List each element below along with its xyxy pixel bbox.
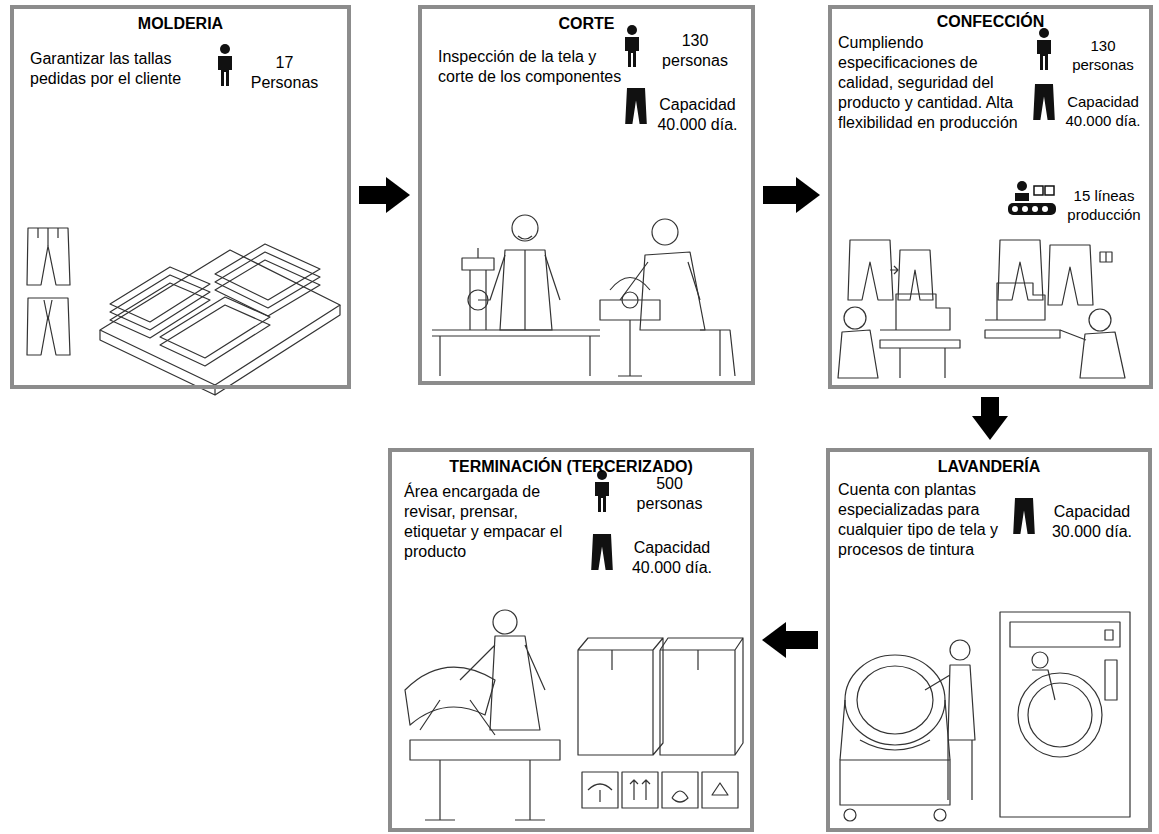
text-slot: CONFECCIÓN xyxy=(832,12,1149,32)
stat-label: 130 personas xyxy=(650,31,740,71)
production-line-icon xyxy=(1008,181,1056,215)
process-box: TERMINACIÓN (TERCERIZADO) Área encargada … xyxy=(388,448,754,832)
text-slot: Capacidad 40.000 día. xyxy=(622,538,722,578)
text-slot: 15 líneas producción xyxy=(1062,187,1146,225)
text-slot: Cuenta con plantas especializadas para c… xyxy=(838,480,1008,560)
stat-label: Capacidad 40.000 día. xyxy=(622,538,722,578)
text-slot: LAVANDERÍA xyxy=(830,457,1148,477)
text-slot: 500 personas xyxy=(622,474,717,514)
flow-arrow xyxy=(359,186,388,204)
text-slot: Inspección de la tela y corte de los com… xyxy=(438,47,623,87)
pants-icon xyxy=(1033,84,1055,120)
box-title: MOLDERIA xyxy=(14,14,347,34)
pattern-sketch xyxy=(27,228,340,395)
text-slot: Cumpliendo especificaciones de calidad, … xyxy=(838,33,1026,133)
text-slot: Área encargada de revisar, prensar, etiq… xyxy=(404,482,574,562)
process-box: MOLDERIA Garantizar las tallas pedidas po… xyxy=(10,5,351,389)
person-icon xyxy=(218,44,232,86)
stat-label: 500 personas xyxy=(622,474,717,514)
text-slot: 17 Personas xyxy=(242,53,327,93)
pants-icon xyxy=(1013,498,1035,534)
text-slot: Garantizar las tallas pedidas por el cli… xyxy=(30,49,190,89)
pants-icon xyxy=(625,88,647,124)
packing-sketch xyxy=(405,610,743,820)
stat-label: Capacidad 30.000 día. xyxy=(1042,502,1142,542)
person-icon xyxy=(595,470,609,512)
stat-label: Capacidad 40.000 día. xyxy=(650,95,745,135)
flow-arrow xyxy=(784,631,818,649)
text-slot: 130 personas xyxy=(650,31,740,71)
flow-arrow xyxy=(763,186,798,204)
text-slot: MOLDERIA xyxy=(14,14,347,34)
text-slot: CORTE xyxy=(422,14,751,34)
stat-label: Capacidad 40.000 día. xyxy=(1060,93,1146,131)
flow-arrow xyxy=(981,397,999,418)
box-description: Cumpliendo especificaciones de calidad, … xyxy=(838,33,1026,133)
text-slot: 130 personas xyxy=(1060,37,1146,75)
washing-machine-sketch xyxy=(840,612,1130,821)
box-title: CORTE xyxy=(422,14,751,34)
box-description: Inspección de la tela y corte de los com… xyxy=(438,47,623,87)
sewing-sketch xyxy=(838,240,1125,378)
box-description: Área encargada de revisar, prensar, etiq… xyxy=(404,482,574,562)
box-title: LAVANDERÍA xyxy=(830,457,1148,477)
box-description: Cuenta con plantas especializadas para c… xyxy=(838,480,1008,560)
person-icon xyxy=(625,25,639,67)
process-box: CORTE Inspección de la tela y corte de lo… xyxy=(418,5,755,385)
text-slot: Capacidad 30.000 día. xyxy=(1042,502,1142,542)
box-title: CONFECCIÓN xyxy=(832,12,1149,32)
stat-label: 17 Personas xyxy=(242,53,327,93)
stat-label: 130 personas xyxy=(1060,37,1146,75)
stat-label: 15 líneas producción xyxy=(1062,187,1146,225)
box-title: TERMINACIÓN (TERCERIZADO) xyxy=(392,457,750,477)
text-slot: Capacidad 40.000 día. xyxy=(650,95,745,135)
process-box: LAVANDERÍA Cuenta con plantas especializa… xyxy=(826,448,1152,832)
text-slot: TERMINACIÓN (TERCERIZADO) xyxy=(392,457,750,477)
cutting-sketch xyxy=(432,215,735,376)
process-box: CONFECCIÓNCumpliendo especificaciones de… xyxy=(828,5,1153,389)
box-description: Garantizar las tallas pedidas por el cli… xyxy=(30,49,190,89)
person-icon xyxy=(1037,28,1051,70)
text-slot: Capacidad 40.000 día. xyxy=(1060,93,1146,131)
pants-icon xyxy=(591,534,613,570)
